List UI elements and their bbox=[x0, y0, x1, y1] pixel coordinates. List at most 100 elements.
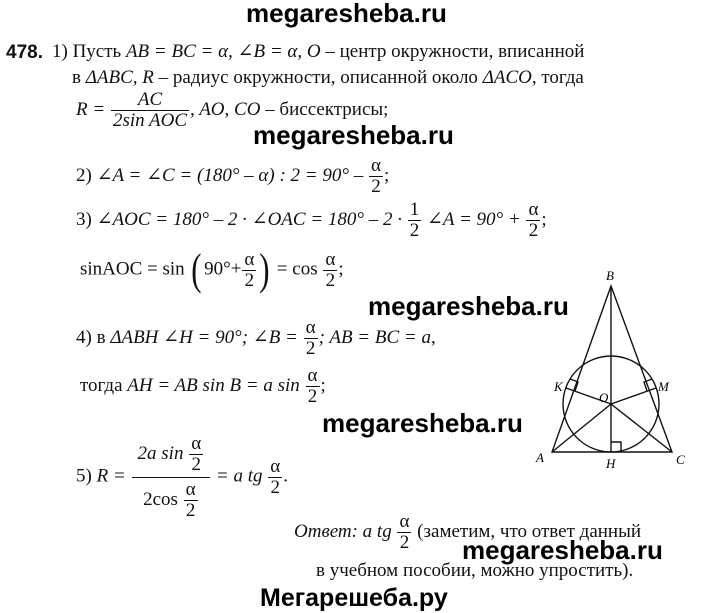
step5-bot-text: 2cos bbox=[143, 488, 178, 510]
triangle-figure: B A C O K M H bbox=[535, 268, 685, 471]
step1-text4: – биссектрисы; bbox=[260, 98, 389, 120]
step4-math2: ; AB = BC = a bbox=[318, 326, 431, 348]
step4b-f-num: α bbox=[305, 365, 320, 387]
label-h: H bbox=[605, 456, 616, 471]
label-o: O bbox=[599, 390, 609, 405]
step5-lead: 5) bbox=[76, 465, 97, 487]
step5-top-text: 2a sin bbox=[137, 442, 184, 464]
step3b-f2-den: 2 bbox=[325, 269, 336, 291]
answer-math: a tg bbox=[357, 520, 392, 542]
step4b-math: AH = AB sin B = a sin bbox=[127, 374, 300, 396]
step3b-open-paren: ( bbox=[191, 245, 202, 294]
figure-lines bbox=[551, 283, 674, 453]
step4-f-den: 2 bbox=[305, 337, 316, 359]
step2-lead: 2) bbox=[76, 164, 97, 186]
label-b: B bbox=[606, 268, 614, 283]
step1-math4: , AO, CO bbox=[190, 98, 261, 120]
label-k: K bbox=[553, 379, 564, 394]
right-angle-h bbox=[611, 441, 622, 452]
step1-line1: 1) Пусть AB = BC = α, ∠B = α, O – центр … bbox=[52, 40, 584, 63]
step4-tail: , bbox=[430, 326, 436, 348]
problem-number: 478. bbox=[6, 42, 43, 63]
watermark-footer: Мегарешеба.ру bbox=[260, 584, 448, 612]
step5-r-num: α bbox=[268, 455, 283, 478]
step1-line2a: в bbox=[72, 67, 86, 88]
radius-om bbox=[610, 387, 657, 405]
step3-f2-den: 2 bbox=[528, 219, 539, 241]
right-angle-k bbox=[569, 378, 579, 392]
step3b-f-den: 2 bbox=[244, 269, 255, 291]
step1-text1: – центр окружности, вписанной bbox=[320, 41, 585, 62]
step3-tail: ; bbox=[541, 208, 547, 230]
answer-f-den: 2 bbox=[399, 531, 410, 553]
watermark-mid-1: megaresheba.ru bbox=[253, 120, 454, 150]
step3b-f2-num: α bbox=[323, 248, 338, 271]
watermark-mid-3: megaresheba.ru bbox=[322, 408, 523, 438]
step1-line2: в ΔABC, R – радиус окружности, описанной… bbox=[72, 67, 584, 89]
step4b-tail: ; bbox=[320, 374, 326, 396]
step1-text3: , тогда bbox=[531, 67, 584, 88]
step1-frac-num: AC bbox=[110, 90, 190, 111]
step2-frac-num: α bbox=[368, 155, 383, 177]
answer-f-num: α bbox=[397, 511, 412, 533]
answer-label: Ответ: bbox=[294, 520, 358, 542]
step3b-tail: ; bbox=[338, 258, 344, 280]
step3b-inner: 90°+ bbox=[204, 258, 242, 280]
step3b-f-num: α bbox=[242, 248, 257, 271]
label-a: A bbox=[535, 450, 544, 465]
answer-line2: в учебном пособии, можно упростить). bbox=[316, 560, 634, 581]
step1-frac-den: 2sin AOC bbox=[112, 109, 188, 131]
radius-ok bbox=[565, 387, 612, 405]
step2-frac-den: 2 bbox=[371, 175, 381, 197]
step2-math: ∠A = ∠C = (180° – α) : 2 = 90° – bbox=[96, 164, 364, 186]
triangle-abc bbox=[551, 283, 674, 453]
step4-lead: 4) в bbox=[76, 326, 111, 348]
step1-math2: ΔABC, R bbox=[85, 67, 154, 88]
step5-tail: . bbox=[283, 465, 288, 487]
right-angle-m bbox=[643, 378, 653, 392]
step5-bot-f-num: α bbox=[183, 478, 198, 501]
bisector-co bbox=[610, 403, 673, 453]
step1-text2: – радиус окружности, описанной около bbox=[153, 67, 483, 88]
step4b-text: тогда bbox=[80, 374, 128, 396]
step5-r-den: 2 bbox=[270, 476, 281, 498]
watermark-mid-4: megaresheba.ru bbox=[462, 535, 663, 565]
step3-f2-num: α bbox=[526, 199, 541, 221]
step5-bot-f-den: 2 bbox=[185, 499, 196, 521]
step3b-lhs: sinAOC = sin bbox=[80, 258, 185, 280]
step4-math1: ΔABH ∠H = 90°; ∠B = bbox=[110, 326, 298, 348]
step5-top-f-den: 2 bbox=[191, 453, 201, 475]
step3-f1-num: 1 bbox=[407, 199, 422, 221]
step5-top-f-num: α bbox=[189, 433, 204, 455]
step3-math: ∠AOC = 180° – 2 · ∠OAC = 180° – 2 · bbox=[96, 208, 403, 230]
watermark-mid-2: megaresheba.ru bbox=[368, 291, 569, 321]
step3b-close-paren: ) bbox=[259, 245, 270, 294]
step3-mid: ∠A = 90° + bbox=[427, 208, 521, 230]
step2-tail: ; bbox=[383, 164, 390, 186]
watermark-top: megaresheba.ru bbox=[246, 0, 447, 28]
step3-f1-den: 2 bbox=[409, 219, 420, 241]
step1-r-eq: R = bbox=[76, 98, 106, 120]
step4b-f-den: 2 bbox=[307, 385, 318, 407]
step3b-mid: = cos bbox=[276, 258, 318, 280]
